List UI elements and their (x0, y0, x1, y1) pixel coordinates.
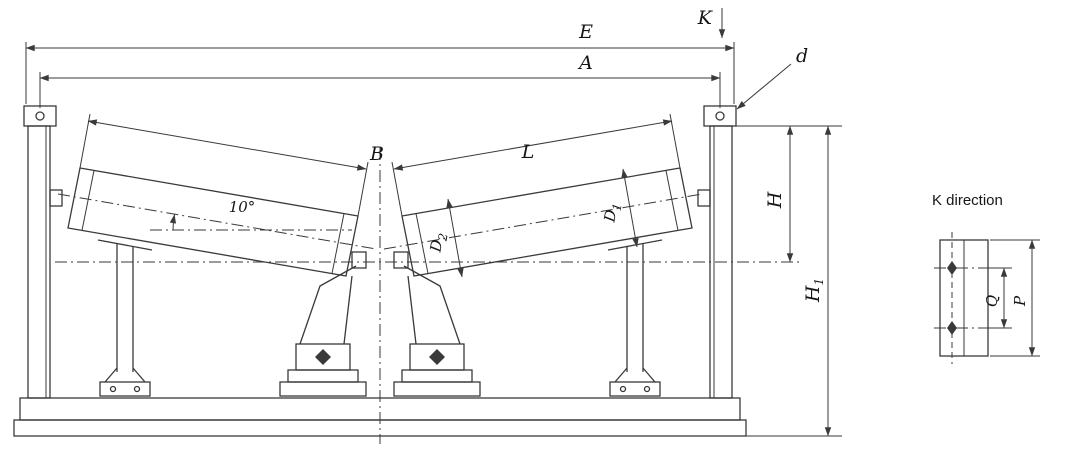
view-K-label: K (697, 7, 714, 29)
bearing-diamond (315, 349, 331, 365)
left-bracket-bolt (35, 111, 45, 121)
bolt-hole-top (947, 261, 957, 275)
center-right-pedestal (393, 265, 481, 397)
dim-D1: D1 (600, 168, 639, 248)
dim-A-label: A (577, 52, 593, 74)
left-roller-outer-shaft (49, 189, 63, 207)
dim-Q-label: Q (983, 295, 1001, 307)
leader-d: d (736, 45, 808, 110)
k-direction-detail: K direction Q P (932, 192, 1040, 364)
dim-D2-label: D2 (426, 231, 450, 255)
dim-P-label: P (1011, 295, 1029, 307)
dim-left-roller-length (79, 113, 369, 217)
dim-E-label: E (578, 21, 593, 43)
dim-D1-label: D1 (600, 201, 624, 225)
dim-P: P (990, 239, 1040, 357)
left-roller-inner-shaft (351, 251, 367, 269)
dim-D2: D2 (426, 198, 464, 278)
dim-angle: 10° (150, 198, 352, 231)
right-roller-inner-shaft (393, 251, 409, 269)
k-direction-title: K direction (932, 192, 1003, 209)
dim-H-label: H (764, 191, 786, 209)
angle-label: 10° (229, 198, 256, 216)
dim-A: A (39, 52, 721, 108)
right-bracket-bolt (715, 111, 725, 121)
left-top-bracket (23, 105, 57, 127)
bolt-hole-bottom (947, 321, 957, 335)
leader-d-label: d (796, 45, 808, 67)
left-roller-axis (57, 193, 377, 250)
dim-H1: H1 (746, 125, 842, 437)
label-B: B (369, 143, 384, 165)
left-outer-stand (97, 239, 153, 397)
bearing-diamond (429, 349, 445, 365)
right-outer-stand (607, 239, 663, 397)
view-arrow-K: K (697, 7, 726, 39)
right-roller-axis (383, 193, 703, 250)
dim-L-label: L (521, 141, 535, 163)
center-left-pedestal (279, 265, 367, 397)
right-roller (383, 167, 711, 277)
left-roller (49, 167, 377, 277)
dim-H1-label: H1 (802, 278, 826, 303)
dim-L: L (391, 113, 681, 217)
dim-Q: Q (983, 267, 1012, 329)
dim-H: H (55, 125, 842, 263)
right-top-bracket (703, 105, 737, 127)
dim-E: E (25, 21, 735, 104)
right-roller-outer-shaft (697, 189, 711, 207)
